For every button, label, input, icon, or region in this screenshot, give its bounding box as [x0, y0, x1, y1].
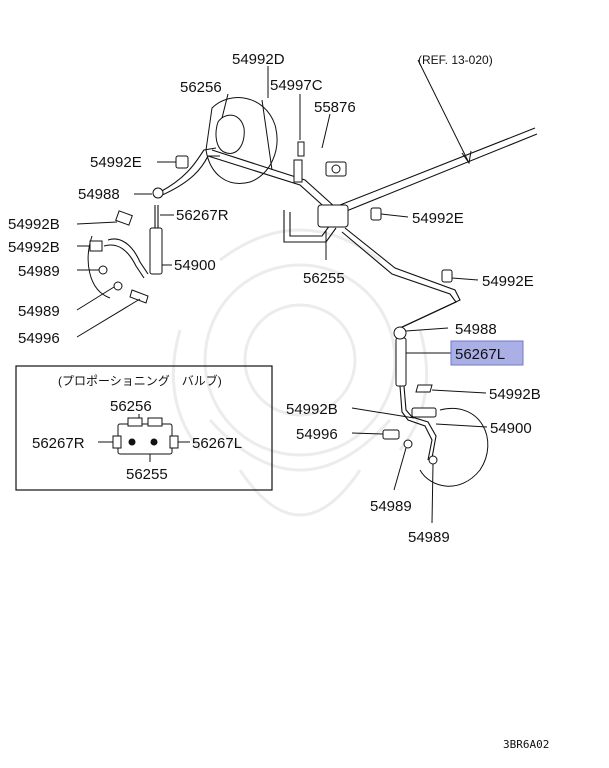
- callout-labels: (REF. 13-020) 54992D 56256 54997C 55876 …: [8, 51, 541, 546]
- inset-title: (プロポーショニング バルブ): [58, 373, 222, 388]
- footer-code: 3BR6A02: [503, 738, 549, 751]
- brake-booster: [205, 97, 278, 184]
- callout-54992E-3: 54992E: [482, 273, 534, 290]
- callout-54989-4: 54989: [408, 529, 450, 546]
- callout-54996-1: 54996: [18, 330, 60, 347]
- callout-54992B-2: 54992B: [8, 239, 60, 256]
- proportioning-valve-inset: (プロポーショニング バルブ) 56256 56267R 56267L 5625…: [15, 365, 273, 491]
- callout-54997C: 54997C: [270, 77, 323, 94]
- callout-56255-top: 56255: [303, 270, 345, 287]
- inset-valve-body: [117, 423, 173, 455]
- watermark-crest: [171, 228, 429, 517]
- leader-lines: [76, 59, 488, 524]
- callout-56267R-1: 56267R: [176, 207, 229, 224]
- callout-55876: 55876: [314, 99, 356, 116]
- callout-54996-2: 54996: [296, 426, 338, 443]
- callout-54988-1: 54988: [78, 186, 120, 203]
- callout-54989-1: 54989: [18, 263, 60, 280]
- inset-callout-56256: 56256: [110, 398, 152, 415]
- inset-callout-56267L: 56267L: [192, 435, 242, 452]
- proportioning-valve-cluster: [293, 141, 349, 228]
- callout-54989-2: 54989: [18, 303, 60, 320]
- right-hose-assembly: [370, 207, 489, 487]
- callout-54992B-3: 54992B: [489, 386, 541, 403]
- highlight-box-56267L: [450, 340, 524, 366]
- inset-callout-56255: 56255: [126, 466, 168, 483]
- inset-callout-56267R: 56267R: [32, 435, 85, 452]
- callout-56256-top: 56256: [180, 79, 222, 96]
- reference-label: (REF. 13-020): [418, 53, 493, 67]
- callout-54992E-1: 54992E: [90, 154, 142, 171]
- callout-54900-2: 54900: [490, 420, 532, 437]
- callout-54988-2: 54988: [455, 321, 497, 338]
- callout-54900-1: 54900: [174, 257, 216, 274]
- callout-54992D: 54992D: [232, 51, 285, 68]
- callout-54989-3: 54989: [370, 498, 412, 515]
- callout-54992B-4: 54992B: [286, 401, 338, 418]
- left-hose-assembly: [87, 155, 189, 304]
- brake-pipes: [154, 127, 538, 341]
- callout-56267L-highlighted: 56267L: [455, 346, 505, 363]
- callout-54992E-2: 54992E: [412, 210, 464, 227]
- callout-54992B-1: 54992B: [8, 216, 60, 233]
